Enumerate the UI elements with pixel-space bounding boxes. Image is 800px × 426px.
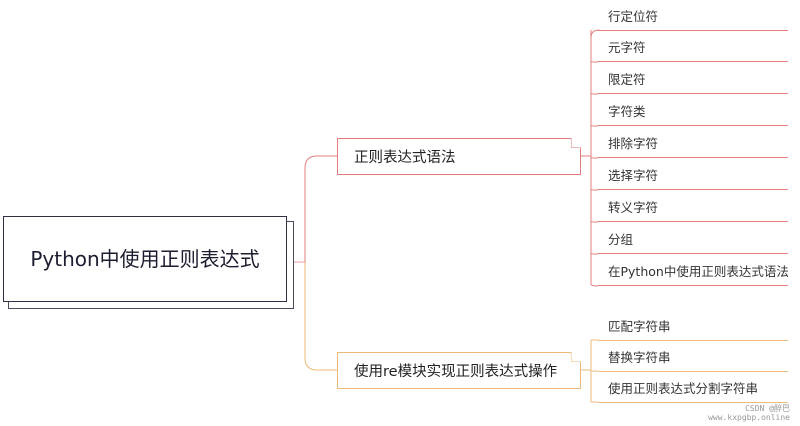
- branch-node-re-module[interactable]: 使用re模块实现正则表达式操作: [337, 352, 581, 389]
- leaf-node[interactable]: 在Python中使用正则表达式语法: [598, 255, 789, 286]
- leaf-label: 限定符: [608, 71, 646, 87]
- leaf-node[interactable]: 限定符: [598, 63, 788, 94]
- watermark-line-1: CSDN @醉巴: [745, 404, 790, 413]
- leaf-label: 分组: [608, 231, 634, 247]
- leaf-node[interactable]: 行定位符: [598, 0, 788, 31]
- leaf-label: 转义字符: [608, 199, 659, 215]
- leaf-label: 在Python中使用正则表达式语法: [608, 263, 789, 279]
- leaf-label: 字符类: [608, 103, 646, 119]
- branch-1-connectors: [581, 29, 600, 287]
- leaf-node[interactable]: 排除字符: [598, 127, 788, 158]
- branch-node-label: 使用re模块实现正则表达式操作: [354, 364, 558, 380]
- leaf-node[interactable]: 替换字符串: [598, 341, 788, 372]
- leaf-node[interactable]: 字符类: [598, 95, 788, 126]
- leaf-node[interactable]: 元字符: [598, 31, 788, 62]
- note-corner-icon: [571, 138, 581, 148]
- leaf-label: 选择字符: [608, 167, 659, 183]
- leaf-node[interactable]: 分组: [598, 223, 788, 254]
- leaf-label: 匹配字符串: [608, 318, 671, 334]
- root-node[interactable]: Python中使用正则表达式: [3, 216, 287, 302]
- branch-node-label: 正则表达式语法: [354, 150, 456, 166]
- branch-node-regex-syntax[interactable]: 正则表达式语法: [337, 138, 581, 175]
- leaf-node[interactable]: 选择字符: [598, 159, 788, 190]
- root-node-title: Python中使用正则表达式: [30, 247, 260, 271]
- note-corner-icon: [571, 352, 581, 362]
- leaf-node[interactable]: 使用正则表达式分割字符串: [598, 372, 788, 403]
- leaf-label: 排除字符: [608, 135, 659, 151]
- watermark-line-2: www.kxpgbp.online: [708, 413, 790, 422]
- leaf-node[interactable]: 转义字符: [598, 191, 788, 222]
- leaf-node[interactable]: 匹配字符串: [598, 310, 788, 341]
- watermark: CSDN @醉巴 www.kxpgbp.online: [708, 404, 790, 422]
- leaf-label: 行定位符: [608, 8, 659, 24]
- leaf-label: 使用正则表达式分割字符串: [608, 380, 759, 396]
- leaf-label: 元字符: [608, 39, 646, 55]
- branch-2-connectors: [581, 339, 598, 403]
- leaf-label: 替换字符串: [608, 349, 671, 365]
